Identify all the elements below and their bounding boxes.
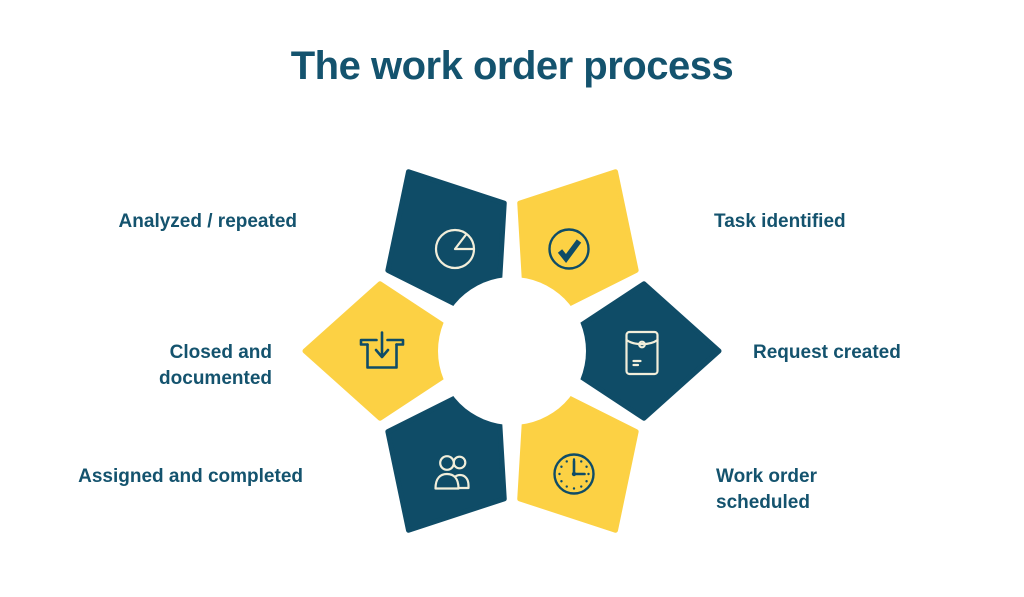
petals bbox=[302, 169, 722, 533]
people-icon bbox=[424, 446, 480, 502]
clock-ticks bbox=[558, 458, 590, 490]
label-analyzed-repeated: Analyzed / repeated bbox=[118, 211, 297, 232]
page-title: The work order process bbox=[290, 44, 734, 88]
envelope-icon bbox=[614, 325, 670, 381]
archive-box-icon bbox=[354, 325, 410, 381]
process-cycle-diagram bbox=[302, 169, 722, 533]
label-task-identified: Task identified bbox=[714, 211, 846, 232]
center-circle bbox=[438, 277, 586, 425]
pie-chart-icon bbox=[427, 221, 483, 277]
label-closed-documented: Closed and documented bbox=[159, 342, 272, 389]
check-circle-icon bbox=[541, 221, 597, 277]
clock-icon bbox=[546, 446, 602, 502]
label-request-created: Request created bbox=[753, 342, 901, 363]
label-work-order-scheduled: Work order scheduled bbox=[716, 466, 818, 513]
front-person bbox=[434, 455, 460, 490]
label-assigned-completed: Assigned and completed bbox=[78, 466, 303, 487]
